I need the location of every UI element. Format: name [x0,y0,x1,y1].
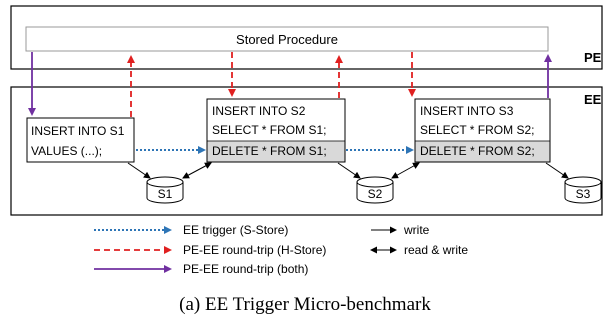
read-write-arrow-s2 [391,162,420,179]
legend-read-write-label: read & write [404,243,468,257]
legend-hstore-label: PE-EE round-trip (H-Store) [183,243,326,257]
stored-procedure-label: Stored Procedure [236,32,338,47]
insert-s3-line1: INSERT INTO S3 [420,104,514,118]
write-arrow-s1 [127,162,151,179]
insert-s1-box [26,117,135,163]
delete-s2-row [415,141,550,162]
stored-procedure-box [25,26,549,52]
stream-s3-label: S3 [576,187,591,201]
insert-s1-line1: INSERT INTO S1 [31,124,125,138]
delete-s2-line: DELETE * FROM S2; [420,144,535,158]
legend-write-label: write [403,223,430,237]
delete-s1-row [207,141,345,162]
stream-s1-label: S1 [158,187,173,201]
stream-s3-cylinder: S3 [564,176,602,204]
legend: EE trigger (S-Store) PE-EE round-trip (H… [94,223,468,276]
stream-s2-cylinder: S2 [356,176,394,204]
pe-label: PE [584,50,602,65]
figure-caption: (a) EE Trigger Micro-benchmark [179,294,431,315]
stream-s1-cylinder: S1 [146,176,184,204]
stream-s2-label: S2 [368,187,383,201]
insert-s2-line1: INSERT INTO S2 [212,104,306,118]
write-arrow-s2 [337,162,361,179]
legend-ee-trigger-label: EE trigger (S-Store) [183,223,288,237]
ee-label: EE [584,92,602,107]
select-s1-line: SELECT * FROM S1; [212,123,326,137]
select-s2-line: SELECT * FROM S2; [420,123,534,137]
legend-both-label: PE-EE round-trip (both) [183,262,308,276]
delete-s1-line: DELETE * FROM S1; [212,144,327,158]
read-write-arrow-s1 [182,162,212,179]
insert-s1-line2: VALUES (...); [31,144,102,158]
write-arrow-s3 [545,162,569,179]
